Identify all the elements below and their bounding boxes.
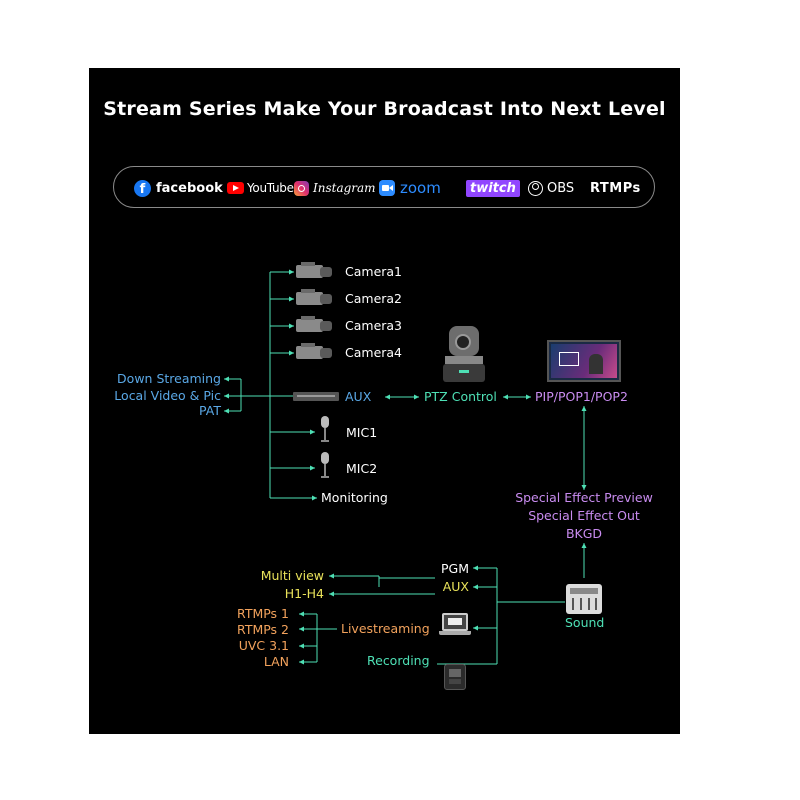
camera-icon xyxy=(296,343,334,361)
camera-icon xyxy=(296,316,334,334)
laptop-icon xyxy=(439,613,471,637)
sound-mixer-icon xyxy=(566,584,602,614)
camera4-label: Camera4 xyxy=(345,346,402,360)
uvc-label: UVC 3.1 xyxy=(239,639,289,653)
ptz-camera-icon xyxy=(443,326,487,384)
effect-preview-label: Special Effect Preview xyxy=(485,491,683,505)
microphone-icon xyxy=(321,452,329,480)
pgm-label: PGM xyxy=(441,562,469,576)
bkgd-label: BKGD xyxy=(485,527,683,541)
microphone-icon xyxy=(321,416,329,444)
rtmps2-label: RTMPs 2 xyxy=(237,623,289,637)
aux-output-label: AUX xyxy=(443,580,469,594)
multiview-label: Multi view xyxy=(261,569,324,583)
sound-label: Sound xyxy=(565,616,604,630)
recording-label: Recording xyxy=(367,654,430,668)
local-video-label: Local Video & Pic xyxy=(114,389,221,403)
camera3-label: Camera3 xyxy=(345,319,402,333)
livestreaming-label: Livestreaming xyxy=(341,622,430,636)
lan-label: LAN xyxy=(264,655,289,669)
h1h4-label: H1-H4 xyxy=(285,587,324,601)
effect-out-label: Special Effect Out xyxy=(485,509,683,523)
aux-device-icon xyxy=(293,392,339,401)
camera-icon xyxy=(296,289,334,307)
aux-input-label: AUX xyxy=(345,390,371,404)
camera-icon xyxy=(296,262,334,280)
down-streaming-label: Down Streaming xyxy=(117,372,221,386)
camera2-label: Camera2 xyxy=(345,292,402,306)
camera1-label: Camera1 xyxy=(345,265,402,279)
rtmps1-label: RTMPs 1 xyxy=(237,607,289,621)
ptz-control-label: PTZ Control xyxy=(424,390,497,404)
mic1-label: MIC1 xyxy=(346,426,377,440)
diagram-panel: Stream Series Make Your Broadcast Into N… xyxy=(89,68,680,734)
pat-label: PAT xyxy=(199,404,221,418)
pip-screen-icon xyxy=(547,340,621,382)
sd-card-icon xyxy=(444,664,466,690)
mic2-label: MIC2 xyxy=(346,462,377,476)
monitoring-label: Monitoring xyxy=(321,491,388,505)
pip-label: PIP/POP1/POP2 xyxy=(535,390,628,404)
